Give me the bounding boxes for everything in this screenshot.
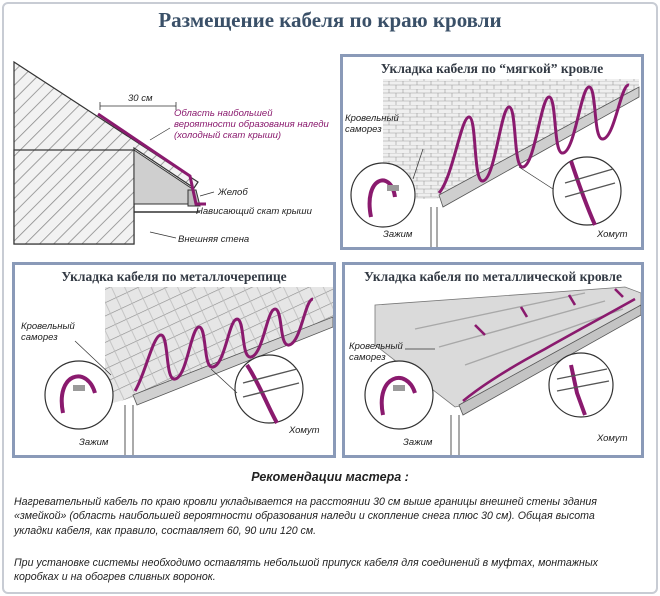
metal-roof-panel: Укладка кабеля по металлической кровле К…	[342, 262, 644, 458]
metal-roof-clamp-label: Зажим	[403, 437, 433, 448]
soft-roof-illustration	[350, 79, 640, 247]
metal-tile-clamp-label: Зажим	[79, 437, 109, 448]
metal-tile-bracket-label: Хомут	[289, 425, 320, 436]
soft-roof-cable	[437, 83, 631, 194]
metal-tile-title: Укладка кабеля по металлочерепице	[61, 269, 287, 284]
soft-roof-panel: Укладка кабеля по “мягкой” кровле Кровел…	[340, 54, 644, 250]
icing-zone-label: Область наибольшей вероятности образован…	[174, 108, 329, 141]
metal-roof-clamp-zoom	[364, 360, 434, 430]
metal-tile-bracket-zoom	[234, 354, 304, 424]
metal-tile-cable	[133, 297, 314, 392]
recommendations-paragraph-2: При установке системы необходимо оставля…	[14, 557, 598, 584]
soft-roof-bracket-label: Хомут	[597, 229, 628, 240]
metal-tile-screw-label: Кровельный саморез	[21, 321, 75, 343]
metal-roof-bracket-zoom	[548, 352, 614, 418]
metal-roof-illustration	[364, 286, 641, 455]
outer-wall-label: Внешняя стена	[178, 234, 250, 245]
soft-roof-screw-label: Кровельный саморез	[345, 113, 399, 135]
metal-roof-screw-label: Кровельный саморез	[349, 341, 403, 363]
distance-label: 30 см	[128, 93, 153, 104]
overhang-label: Нависающий скат крыши	[196, 206, 312, 217]
metal-tile-illustration	[44, 287, 333, 455]
outer-wall	[13, 149, 135, 245]
metal-tile-clamp-zoom	[44, 360, 114, 430]
recommendations-paragraph-1: Нагревательный кабель по краю кровли укл…	[14, 496, 597, 537]
page-title: Размещение кабеля по краю кровли	[158, 8, 502, 32]
recommendations-title: Рекомендации мастера :	[251, 470, 409, 484]
soft-roof-clamp-zoom	[350, 162, 416, 228]
metal-roof-bracket-label: Хомут	[597, 433, 628, 444]
metal-tile-panel: Укладка кабеля по металлочерепице Кровел…	[12, 262, 336, 458]
heating-cable	[97, 112, 206, 206]
metal-roof-cable	[462, 288, 636, 403]
gutter-label: Желоб	[218, 187, 248, 198]
metal-roof-title: Укладка кабеля по металлической кровле	[364, 269, 622, 284]
soft-roof-title: Укладка кабеля по “мягкой” кровле	[380, 61, 604, 76]
soft-roof-clamp-label: Зажим	[383, 229, 413, 240]
